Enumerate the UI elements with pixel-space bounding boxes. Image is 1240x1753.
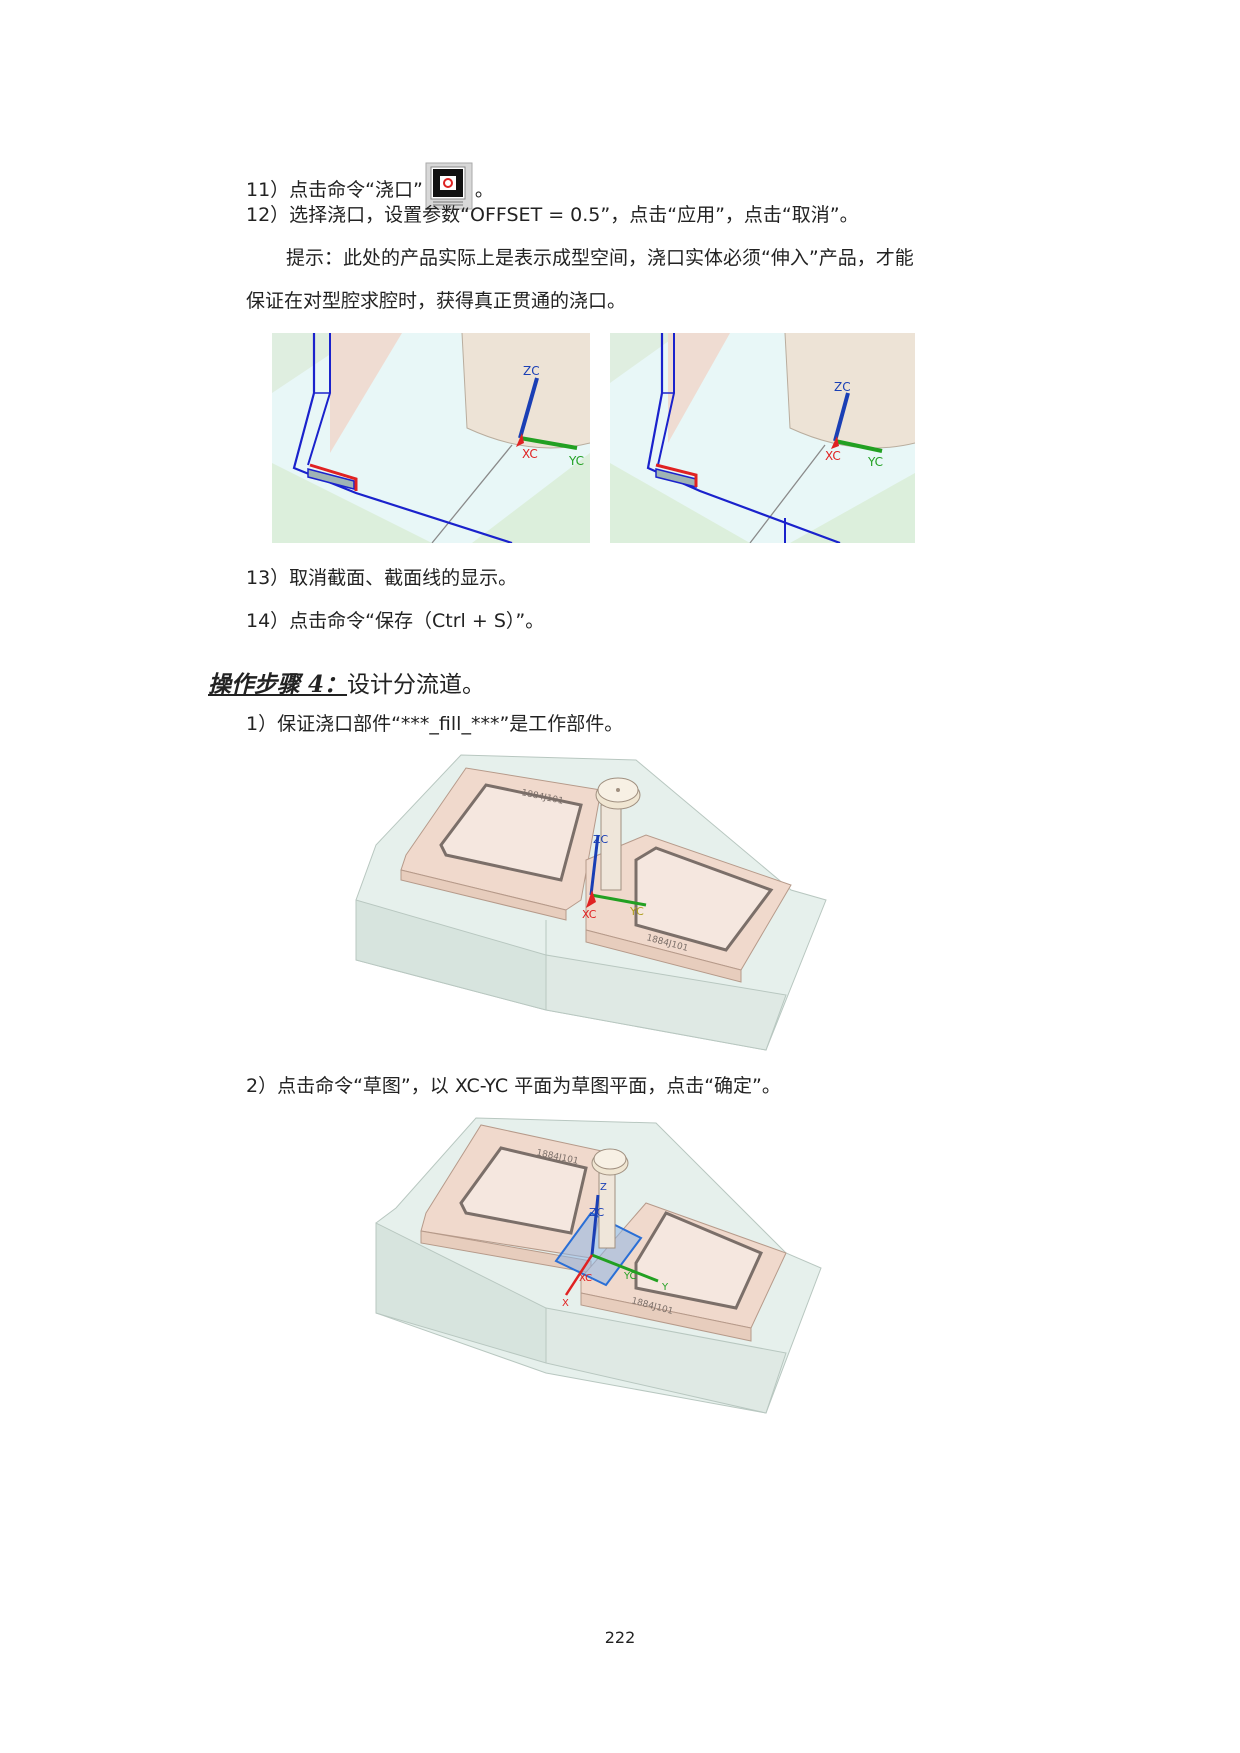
axis-label-zc-4: ZC (589, 1206, 605, 1219)
gate-section-view-left: ZC XC YC (272, 333, 590, 543)
axis-label-xc: XC (522, 447, 538, 461)
step-14: 14）点击命令“保存（Ctrl + S）”。 (246, 610, 545, 632)
heading-label: 操作步骤 4： (208, 671, 348, 698)
axis-label-y: Y (661, 1282, 669, 1293)
heading-text: 设计分流道。 (347, 672, 486, 698)
tip-line-1: 提示：此处的产品实际上是表示成型空间，浇口实体必须“伸入”产品，才能 (286, 247, 914, 269)
step2-1: 1）保证浇口部件“***_fill_***”是工作部件。 (246, 713, 624, 735)
axis-label-yc-4: YC (623, 1271, 637, 1282)
gate-command-icon (425, 162, 473, 210)
axis-label-xc-2: XC (825, 449, 841, 463)
step-11: 11）点击命令“浇口” 。 (246, 162, 494, 210)
tip-line-2: 保证在对型腔求腔时，获得真正贯通的浇口。 (246, 290, 627, 312)
mold-assembly-figure: 1884J101 1884J101 ZC XC YC (355, 754, 827, 1051)
axis-label-xc-3: XC (582, 908, 597, 921)
axis-label-z: Z (600, 1182, 607, 1193)
step-11-end: 。 (474, 179, 494, 201)
axis-label-x: X (562, 1298, 569, 1309)
sketch-plane-figure: 1884J101 1884J101 ZC Z XC X YC Y (375, 1117, 822, 1414)
axis-label-yc: YC (568, 454, 584, 468)
axis-label-xc-4: XC (579, 1273, 592, 1284)
page-number: 222 (604, 1628, 636, 1647)
axis-label-yc-3: YC (629, 905, 644, 918)
step2-2: 2）点击命令“草图”，以 XC-YC 平面为草图平面，点击“确定”。 (246, 1075, 781, 1097)
axis-label-zc-2: ZC (834, 380, 851, 394)
axis-label-zc: ZC (523, 364, 540, 378)
section-heading: 操作步骤 4：设计分流道。 (208, 665, 485, 699)
gate-section-view-right: ZC XC YC (610, 333, 915, 543)
step-13: 13）取消截面、截面线的显示。 (246, 567, 518, 589)
step-12: 12）选择浇口，设置参数“OFFSET = 0.5”，点击“应用”，点击“取消”… (246, 204, 859, 226)
axis-label-yc-2: YC (867, 455, 883, 469)
axis-label-zc-3: ZC (593, 833, 609, 846)
step-11-text: 11）点击命令“浇口” (246, 179, 423, 201)
